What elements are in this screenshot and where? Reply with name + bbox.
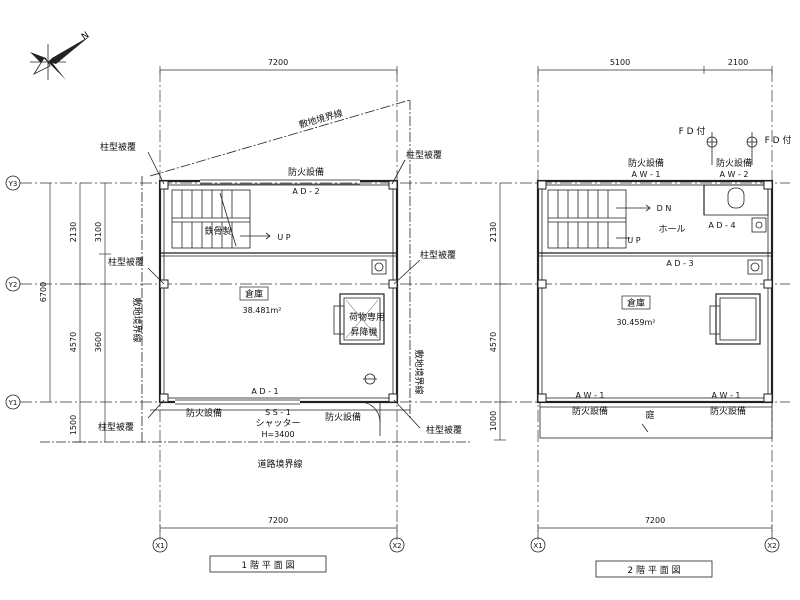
f2-ad4: A D - 4: [708, 221, 735, 230]
f1-col-cover-br: 柱型被覆: [426, 424, 462, 436]
f2-room-name: 倉庫: [627, 297, 645, 309]
f2-aw1-bottom-right: A W - 1: [712, 391, 741, 400]
f2-room-area: 30.459m²: [617, 318, 656, 327]
f1-dim-3600: 3600: [94, 332, 103, 352]
f2-hall: ホール: [658, 224, 685, 235]
f1-fire-equipment-bl: 防火設備: [186, 407, 222, 419]
f1-col-cover-tr: 柱型被覆: [406, 149, 442, 161]
f1-lift-label-2: 昇降機: [350, 326, 377, 338]
grid-label-x2-floor1: X2: [392, 542, 401, 550]
f1-dim-top: 7200: [268, 58, 288, 67]
north-label: N: [80, 30, 91, 42]
f2-fire-equipment-bottom-right: 防火設備: [710, 405, 746, 417]
sink-icon: [751, 217, 767, 233]
f1-site-boundary-left: 敷地境界線: [131, 297, 143, 342]
floor2-plan: [494, 66, 774, 532]
f1-dim-1500: 1500: [69, 415, 78, 435]
f2-aw1-bottom-left: A W - 1: [576, 391, 605, 400]
f1-shutter-height: H=3400: [261, 430, 294, 439]
f1-dim-left-6700: 6700: [39, 282, 48, 302]
f2-fire-equipment-top-right: 防火設備: [716, 157, 752, 169]
f1-stair-up: U P: [277, 233, 290, 242]
f2-aw1-top: A W - 1: [632, 170, 661, 179]
grid-label-y3: Y3: [8, 180, 18, 188]
f2-aw2: A W - 2: [720, 170, 749, 179]
f1-road-boundary: 道路境界線: [257, 458, 302, 470]
f1-title: 1 階 平 面 図: [241, 560, 294, 571]
f1-dim-4570: 4570: [69, 332, 78, 352]
f1-col-cover-ml: 柱型被覆: [108, 256, 144, 268]
f2-dim-top-left: 5100: [610, 58, 630, 67]
f1-shutter: シャッター: [255, 418, 300, 429]
grid-label-x2-floor2: X2: [767, 542, 776, 550]
f1-dim-bottom: 7200: [268, 516, 288, 525]
f2-ad3: A D - 3: [666, 259, 693, 268]
grid-label-x1-floor2: X1: [533, 542, 542, 550]
f2-dim-2130: 2130: [489, 222, 498, 242]
grid-bubbles: [5, 175, 780, 553]
f1-fire-equipment-br: 防火設備: [325, 411, 361, 423]
f1-ss1: S S - 1: [265, 408, 291, 417]
fire-damper-icon: [706, 132, 718, 165]
f2-dim-top-right: 2100: [728, 58, 748, 67]
f1-ad2: A D - 2: [292, 187, 319, 196]
f1-col-cover-mr: 柱型被覆: [420, 249, 456, 261]
f1-col-cover-tl: 柱型被覆: [100, 141, 136, 153]
freight-lift: [333, 293, 385, 345]
f1-site-boundary-right: 敷地境界線: [413, 349, 425, 394]
f2-dim-bottom: 7200: [645, 516, 665, 525]
fixture-box-icon: [747, 259, 763, 275]
fixture-box-icon: [371, 259, 387, 275]
toilet-icon: [727, 187, 745, 209]
grid-label-x1-floor1: X1: [155, 542, 164, 550]
floor1-plan: [40, 66, 470, 532]
fire-damper-icon: [746, 132, 758, 165]
grid-label-y1: Y1: [8, 399, 18, 407]
f1-dim-2130: 2130: [69, 222, 78, 242]
f1-lift-label-1: 荷物専用: [349, 311, 385, 323]
f1-col-cover-bl: 柱型被覆: [98, 421, 134, 433]
f1-site-boundary-top: 敷地境界線: [298, 107, 345, 131]
f1-dim-3100: 3100: [94, 222, 103, 242]
f2-fire-equipment-bottom-left: 防火設備: [572, 405, 608, 417]
north-arrow-icon: [30, 36, 90, 80]
f2-title-box: [595, 560, 713, 578]
f1-room-name: 倉庫: [245, 288, 263, 300]
f2-dim-1000: 1000: [489, 411, 498, 431]
f1-ad1: A D - 1: [251, 387, 278, 396]
f1-room-area: 38.481m²: [243, 306, 282, 315]
f2-garden: 庭: [645, 409, 654, 421]
f2-dim-4570: 4570: [489, 332, 498, 352]
stair-floor1: [171, 189, 271, 249]
stair-floor2: [547, 189, 651, 249]
f2-fire-equipment-top-left: 防火設備: [628, 157, 664, 169]
f2-stair-dn: D N: [657, 204, 672, 213]
f2-stair-up: U P: [627, 236, 640, 245]
f1-room-label-box: [239, 286, 269, 301]
f2-fd-right: F D 付: [765, 135, 792, 146]
f2-room-label-box: [621, 295, 651, 310]
f1-fire-equipment-top: 防火設備: [288, 166, 324, 178]
f1-title-box: [209, 555, 327, 573]
f2-title: 2 階 平 面 図: [627, 565, 680, 576]
grid-label-y2: Y2: [8, 281, 18, 289]
f2-fd-left: F D 付: [679, 126, 706, 137]
freight-lift-floor2: [709, 293, 761, 345]
f1-stair-material: 鉄骨製: [204, 225, 231, 237]
